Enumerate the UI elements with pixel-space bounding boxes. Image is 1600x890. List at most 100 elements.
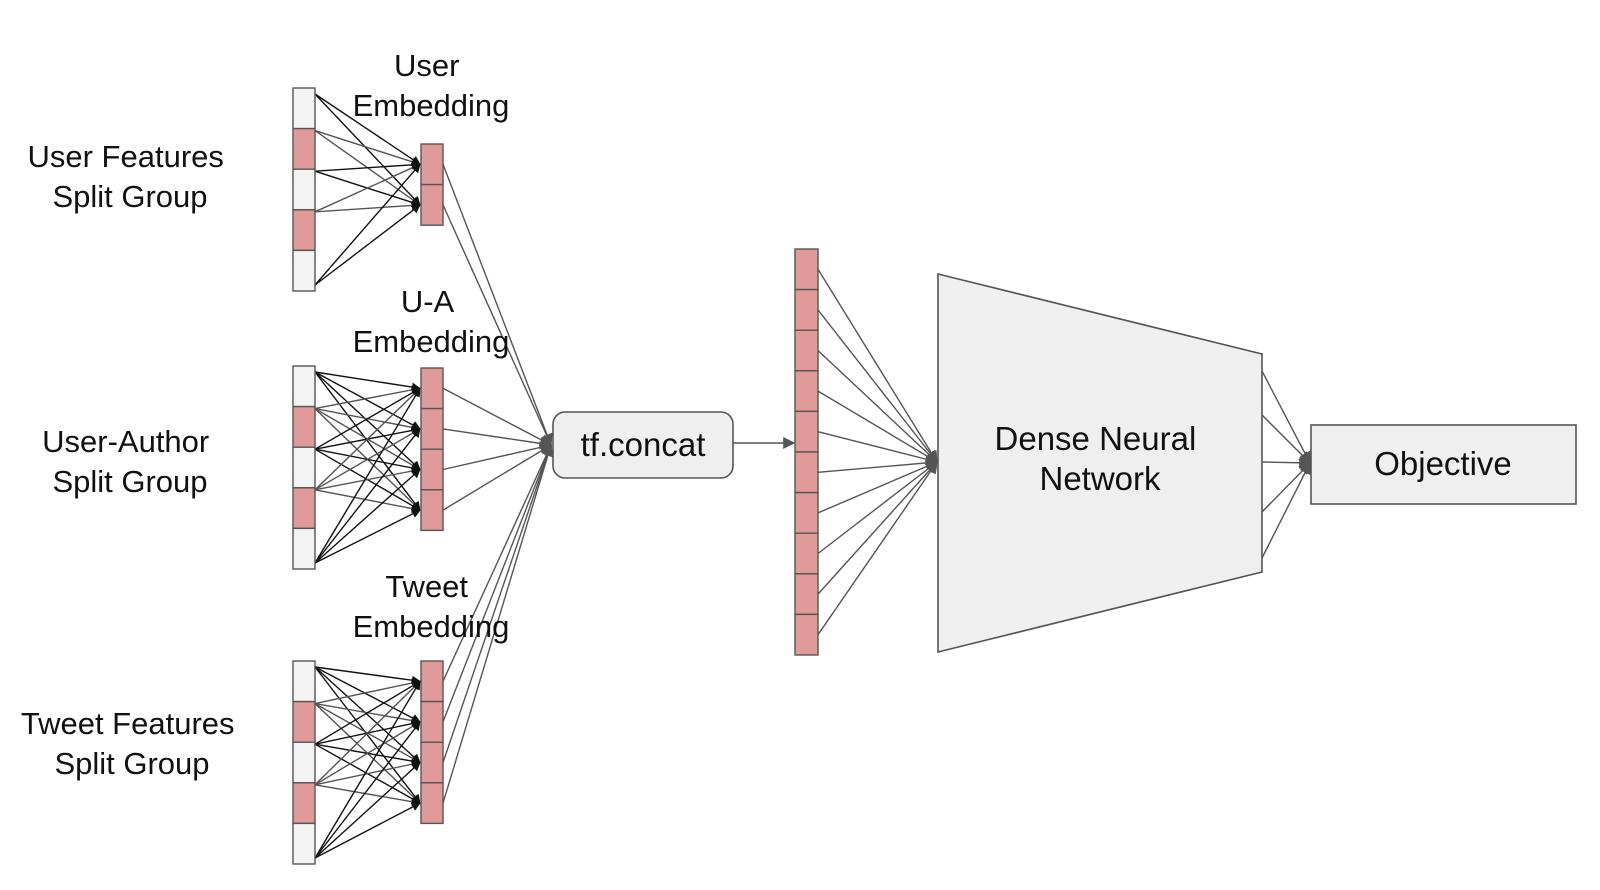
user-author-embedding-edge	[442, 387, 553, 446]
tweet-embedding-edge	[442, 443, 553, 723]
user-author-feature-edge	[314, 371, 421, 511]
user-author-feature-edge	[314, 509, 421, 564]
concat-vector-cell	[794, 451, 819, 494]
user-author-embedding-edge	[442, 428, 553, 450]
dnn-to-objective-edge	[1261, 370, 1311, 465]
user-author-embedding-edge	[442, 441, 553, 471]
user-embedding-cell	[420, 143, 444, 186]
vector-to-dnn-edge	[817, 309, 938, 463]
dnn-to-objective-edge	[1261, 456, 1312, 469]
tweet-feature-edge	[314, 784, 421, 807]
concat-vector-cell	[794, 532, 819, 575]
concat-vector-cell	[794, 288, 819, 331]
user-embedding-edge	[442, 164, 553, 447]
user-author-embedding-cell	[420, 489, 444, 532]
user-author-feature-edge	[314, 371, 421, 430]
concat-vector-cell	[794, 573, 819, 616]
tweet-feature-edge	[314, 666, 421, 764]
user-feature-edge	[314, 163, 421, 286]
tweet-embedding-edge	[442, 443, 554, 804]
user-author-feature-cell	[292, 405, 316, 448]
user-feature-cell	[292, 249, 316, 292]
dnn-to-objective-edge	[1261, 461, 1311, 559]
tweet-feature-cell	[292, 782, 316, 825]
user-feature-edge	[314, 204, 421, 286]
tweet-embedding-edge	[442, 443, 554, 763]
dnn-label: Dense Neural Network	[995, 420, 1206, 497]
concat-vector-cell	[794, 491, 819, 534]
user-author-feature-cell	[292, 365, 316, 408]
tweet-features-label: Tweet Features Split Group	[21, 706, 243, 781]
concat-vector-cell	[794, 370, 819, 413]
tweet-feature-cell	[292, 741, 316, 784]
user-embedding-label: User Embedding	[353, 48, 510, 123]
tweet-feature-cell	[292, 700, 316, 743]
vector-to-dnn-edge	[817, 349, 938, 463]
user-author-feature-edge	[314, 371, 421, 471]
user-embedding-cell	[420, 183, 444, 226]
tweet-feature-edge	[314, 759, 421, 786]
user-author-features-label: User-Author Split Group	[42, 424, 218, 499]
user-author-feature-edge	[314, 385, 421, 410]
user-features-label: User Features Split Group	[27, 139, 232, 214]
dnn-to-objective-edge	[1261, 462, 1311, 513]
objective-node: Objective	[1310, 424, 1577, 505]
user-author-feature-edge	[314, 466, 421, 491]
vector-to-dnn-edge	[817, 461, 938, 595]
objective-label: Objective	[1374, 445, 1512, 482]
tweet-feature-edge	[314, 666, 421, 685]
user-feature-cell	[292, 209, 316, 252]
tweet-embedding-cell	[420, 660, 444, 703]
vector-to-dnn-edge	[817, 456, 939, 473]
user-feature-edge	[314, 93, 421, 206]
dnn-to-objective-edge	[1261, 414, 1311, 464]
vector-to-dnn-edge	[817, 268, 938, 464]
tweet-feature-edge	[314, 678, 421, 705]
vector-to-dnn-edge	[817, 431, 939, 466]
user-author-embedding-cell	[420, 407, 444, 450]
concat-node: tf.concat	[552, 411, 734, 479]
concat-vector-cell	[794, 410, 819, 453]
tweet-feature-edge	[314, 761, 421, 859]
tweet-embedding-cell	[420, 782, 444, 825]
user-feature-edge	[314, 129, 421, 167]
user-author-feature-cell	[292, 527, 316, 570]
user-author-embedding-cell	[420, 448, 444, 491]
user-author-feature-edge	[314, 387, 421, 491]
user-embedding-edge	[442, 204, 553, 447]
tweet-feature-edge	[314, 680, 421, 745]
vector-to-dnn-edge	[817, 461, 938, 555]
tweet-embedding-cell	[420, 741, 444, 784]
vector-to-dnn-edge	[817, 461, 938, 636]
tweet-embedding-cell	[420, 700, 444, 743]
dense-neural-network: Dense Neural Network	[937, 272, 1263, 654]
user-author-embedding-cell	[420, 367, 444, 410]
concat-label: tf.concat	[581, 426, 706, 463]
vector-cells	[292, 87, 819, 865]
user-feature-cell	[292, 168, 316, 211]
concat-vector-cell	[794, 329, 819, 372]
user-author-feature-cell	[292, 487, 316, 530]
tweet-feature-edge	[314, 721, 421, 859]
tweet-embedding-label: Tweet Embedding	[353, 569, 510, 644]
tweet-feature-edge	[314, 666, 421, 723]
tweet-feature-edge	[314, 680, 421, 786]
user-author-feature-edge	[314, 489, 421, 513]
user-author-feature-edge	[314, 371, 421, 392]
user-author-feature-edge	[314, 387, 421, 450]
vector-to-dnn-edge	[817, 390, 939, 463]
tweet-feature-edge	[314, 666, 421, 804]
user-feature-cell	[292, 127, 316, 170]
user-feature-edge	[314, 200, 421, 213]
tweet-feature-cell	[292, 660, 316, 703]
ua-embedding-label: U-A Embedding	[353, 284, 510, 359]
user-author-feature-edge	[314, 387, 421, 564]
vector-to-dnn-edge	[817, 460, 939, 514]
tweet-embedding-edge	[442, 443, 552, 682]
user-feature-edge	[314, 160, 421, 172]
tweet-feature-cell	[292, 822, 316, 865]
connection-edges	[314, 93, 1312, 859]
user-feature-edge	[314, 163, 421, 213]
tweet-feature-edge	[314, 680, 421, 859]
tweet-feature-edge	[314, 721, 421, 786]
